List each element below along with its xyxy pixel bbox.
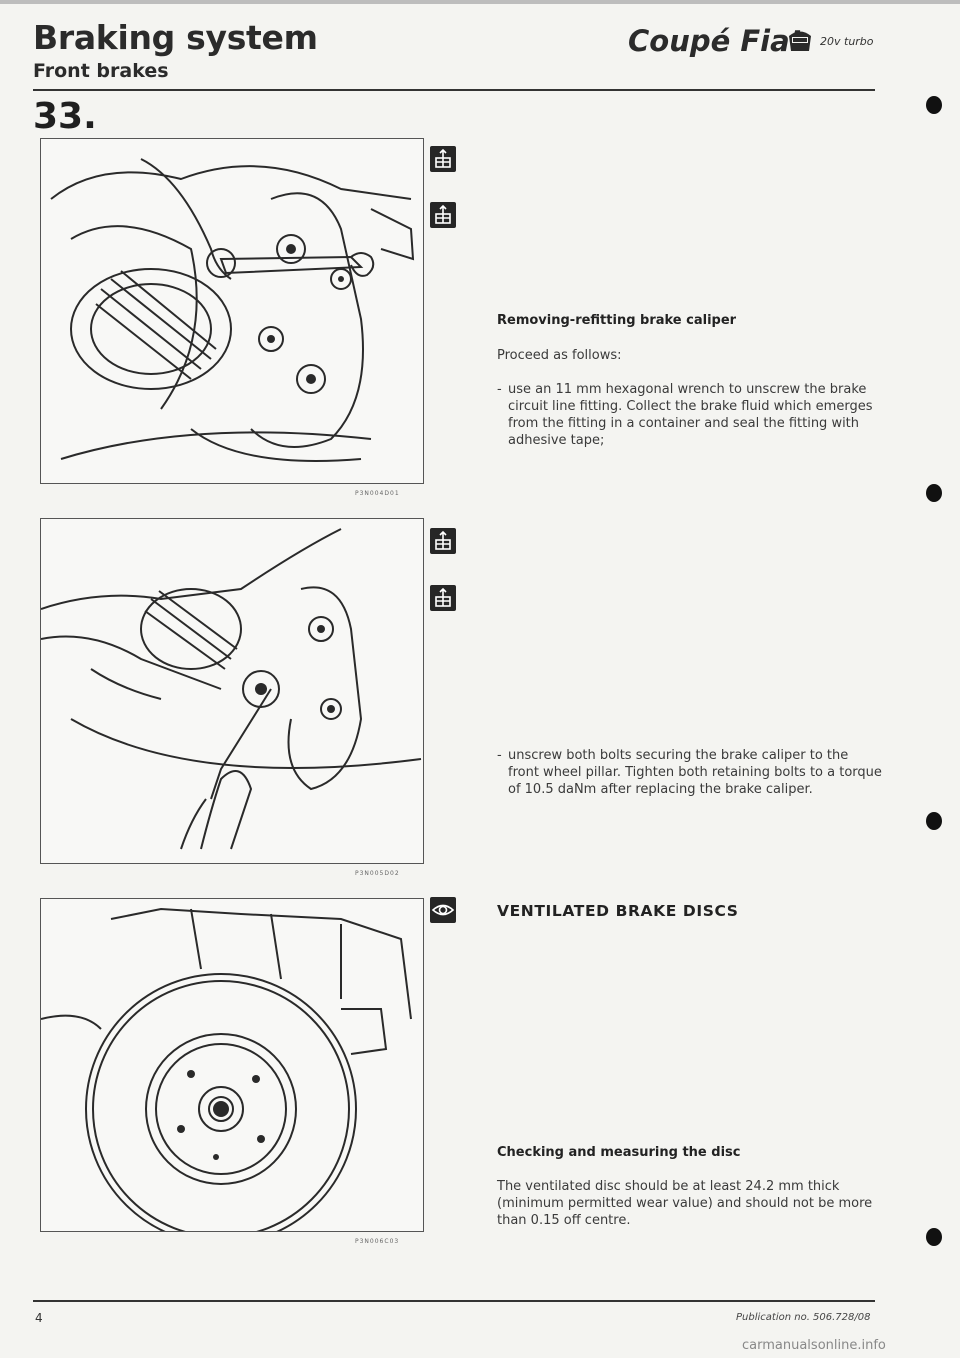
- fiat-logo-icon: [785, 25, 815, 55]
- figure-brake-line-fitting: [40, 138, 424, 484]
- eye-inspection-icon: [430, 897, 456, 923]
- margin-dot: [926, 484, 942, 502]
- remove-refit-icon: [430, 146, 456, 172]
- figure-code: P3N006C03: [355, 1238, 400, 1245]
- section-title: Braking system: [33, 18, 318, 57]
- brand-title: Coupé Fiat: [628, 24, 804, 58]
- top-edge-rule: [0, 0, 960, 4]
- subsection-title: Front brakes: [33, 60, 169, 82]
- section-heading: Removing-refitting brake caliper: [497, 313, 737, 328]
- figure-caliper-bolts: [40, 518, 424, 864]
- footer-rule: [33, 1300, 875, 1302]
- step-item: -unscrew both bolts securing the brake c…: [497, 748, 882, 797]
- margin-dot: [926, 1228, 942, 1246]
- watermark: carmanualsonline.info: [742, 1338, 886, 1353]
- figure-code: P3N005D02: [355, 870, 400, 877]
- remove-refit-icon: [430, 528, 456, 554]
- publication-number: Publication no. 506.728/08: [736, 1312, 871, 1323]
- page-number: 4: [35, 1311, 43, 1325]
- remove-refit-icon: [430, 585, 456, 611]
- section-heading: VENTILATED BRAKE DISCS: [497, 902, 739, 920]
- header-rule: [33, 89, 875, 91]
- section-number: 33.: [33, 96, 97, 137]
- edition-label: 20v turbo: [820, 35, 874, 48]
- section-heading: Checking and measuring the disc: [497, 1145, 741, 1160]
- step-item: -use an 11 mm hexagonal wrench to unscre…: [497, 381, 882, 449]
- body-text: The ventilated disc should be at least 2…: [497, 1179, 873, 1228]
- step-text: unscrew both bolts securing the brake ca…: [508, 748, 882, 797]
- intro-text: Proceed as follows:: [497, 348, 622, 363]
- remove-refit-icon: [430, 202, 456, 228]
- margin-dot: [926, 812, 942, 830]
- margin-dot: [926, 96, 942, 114]
- step-text: use an 11 mm hexagonal wrench to unscrew…: [508, 382, 873, 448]
- figure-ventilated-disc: [40, 898, 424, 1232]
- figure-code: P3N004D01: [355, 490, 400, 497]
